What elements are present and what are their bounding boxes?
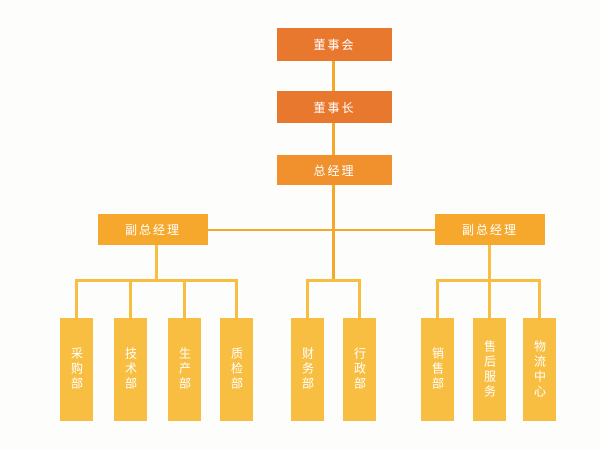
node-department-logistics[interactable]: 物流中心 <box>523 318 556 421</box>
connector-vp-right-stem <box>488 245 491 281</box>
connector-drop-administration <box>358 279 361 319</box>
connector-gm-trunk <box>332 185 335 281</box>
node-department-technology[interactable]: 技术部 <box>114 318 147 421</box>
connector-chairman-to-gm <box>332 123 335 155</box>
connector-drop-technology <box>129 279 132 319</box>
node-chairman[interactable]: 董事长 <box>277 91 392 123</box>
node-department-production-label: 生产部 <box>177 347 192 392</box>
node-department-administration[interactable]: 行政部 <box>343 318 376 421</box>
connector-drop-after-sales <box>488 279 491 319</box>
connector-drop-production <box>183 279 186 319</box>
node-department-logistics-label: 物流中心 <box>532 339 547 400</box>
connector-drop-logistics <box>538 279 541 319</box>
node-vp-left[interactable]: 副总经理 <box>98 214 208 245</box>
connector-drop-purchasing <box>75 279 78 319</box>
node-department-finance[interactable]: 财务部 <box>291 318 324 421</box>
node-department-finance-label: 财务部 <box>300 347 315 392</box>
node-department-sales[interactable]: 销售部 <box>421 318 454 421</box>
node-department-quality[interactable]: 质检部 <box>220 318 253 421</box>
connector-vp-horizontal-bar <box>196 229 473 231</box>
connector-center-bus-bar <box>306 279 361 282</box>
node-board[interactable]: 董事会 <box>277 28 392 61</box>
node-vp-left-label: 副总经理 <box>124 223 181 237</box>
node-vp-right-label: 副总经理 <box>461 223 518 237</box>
node-department-sales-label: 销售部 <box>430 347 445 392</box>
node-general-manager[interactable]: 总经理 <box>277 155 392 185</box>
node-department-after-sales-label: 售后服务 <box>482 339 497 400</box>
connector-left-bus-bar <box>75 279 238 282</box>
node-general-manager-label: 总经理 <box>313 163 356 178</box>
connector-vp-left-stem <box>155 245 158 281</box>
node-department-technology-label: 技术部 <box>123 347 138 392</box>
node-department-administration-label: 行政部 <box>352 347 367 392</box>
node-department-production[interactable]: 生产部 <box>168 318 201 421</box>
node-chairman-label: 董事长 <box>313 100 356 115</box>
node-department-after-sales[interactable]: 售后服务 <box>473 318 506 421</box>
connector-board-to-chairman <box>332 61 335 93</box>
node-department-quality-label: 质检部 <box>229 347 244 392</box>
connector-drop-quality <box>235 279 238 319</box>
node-board-label: 董事会 <box>313 38 356 52</box>
node-vp-right[interactable]: 副总经理 <box>435 214 545 245</box>
connector-drop-sales <box>436 279 439 319</box>
node-department-purchasing-label: 采购部 <box>69 347 84 392</box>
node-department-purchasing[interactable]: 采购部 <box>60 318 93 421</box>
connector-drop-finance <box>306 279 309 319</box>
